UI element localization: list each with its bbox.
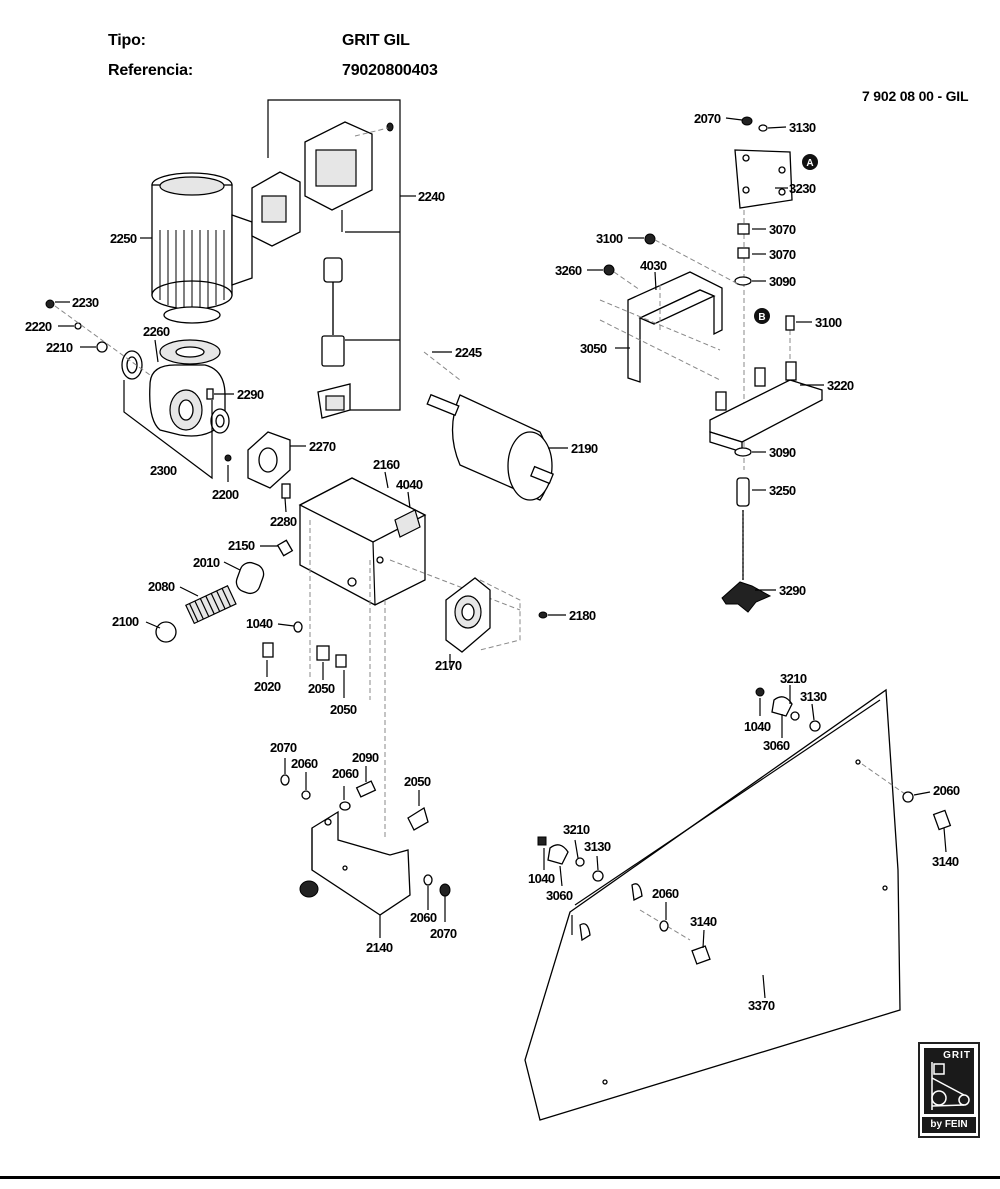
callout-3290: 3290 (779, 583, 806, 598)
callout-2240: 2240 (418, 189, 445, 204)
callout-3370: 3370 (748, 998, 775, 1013)
callout-2210: 2210 (46, 340, 73, 355)
callout-3130: 3130 (584, 839, 611, 854)
callout-3070: 3070 (769, 247, 796, 262)
callout-2170: 2170 (435, 658, 462, 673)
callout-3210: 3210 (563, 822, 590, 837)
electrical-box (251, 99, 410, 419)
callout-2090: 2090 (352, 750, 379, 765)
callout-4030: 4030 (640, 258, 667, 273)
callout-2070: 2070 (694, 111, 721, 126)
callout-3140: 3140 (932, 854, 959, 869)
callout-2060: 2060 (652, 886, 679, 901)
callout-1040: 1040 (744, 719, 771, 734)
callout-2050: 2050 (404, 774, 431, 789)
callout-3130: 3130 (789, 120, 816, 135)
referencia-value: 79020800403 (342, 62, 438, 79)
logo-byline: by FEIN (922, 1117, 976, 1133)
callout-2220: 2220 (25, 319, 52, 334)
spring-assembly (155, 539, 347, 668)
plate-3230 (734, 149, 793, 209)
drum-2190 (423, 351, 554, 501)
marker-b: B (758, 312, 765, 323)
callout-3220: 3220 (827, 378, 854, 393)
referencia-label: Referencia: (108, 62, 193, 79)
callout-3100: 3100 (596, 231, 623, 246)
callout-2245: 2245 (455, 345, 482, 360)
tipo-label: Tipo: (108, 32, 146, 49)
callout-3060: 3060 (546, 888, 573, 903)
callout-2010: 2010 (193, 555, 220, 570)
callout-3130: 3130 (800, 689, 827, 704)
logo-brand: GRIT (943, 1050, 971, 1061)
callout-1040: 1040 (246, 616, 273, 631)
callout-4040: 4040 (396, 477, 423, 492)
callout-2060: 2060 (291, 756, 318, 771)
clamp-assembly: A B (599, 116, 823, 613)
callout-2070: 2070 (270, 740, 297, 755)
callout-2100: 2100 (112, 614, 139, 629)
callout-1040: 1040 (528, 871, 555, 886)
logo-machine-icon (931, 1062, 970, 1110)
callout-2160: 2160 (373, 457, 400, 472)
grit-fein-logo: GRIT by FEIN (918, 1042, 980, 1138)
callout-3230: 3230 (789, 181, 816, 196)
callout-2300: 2300 (150, 463, 177, 478)
callout-2080: 2080 (148, 579, 175, 594)
leader-lines (55, 117, 947, 999)
bracket-4030 (627, 271, 723, 383)
bottom-rule (0, 1176, 1000, 1179)
callout-3050: 3050 (580, 341, 607, 356)
callout-2190: 2190 (571, 441, 598, 456)
callout-2230: 2230 (72, 295, 99, 310)
callout-2060: 2060 (332, 766, 359, 781)
callout-2250: 2250 (110, 231, 137, 246)
callout-2280: 2280 (270, 514, 297, 529)
callout-2180: 2180 (569, 608, 596, 623)
callout-2200: 2200 (212, 487, 239, 502)
callout-2060: 2060 (410, 910, 437, 925)
guard-3370 (524, 687, 952, 1121)
callout-3090: 3090 (769, 445, 796, 460)
marker-a: A (806, 158, 813, 169)
callout-3070: 3070 (769, 222, 796, 237)
bracket-2140 (280, 774, 451, 916)
callout-2060: 2060 (933, 783, 960, 798)
callout-3250: 3250 (769, 483, 796, 498)
drawing-number: 7 902 08 00 - GIL (862, 88, 969, 104)
callout-2270: 2270 (309, 439, 336, 454)
callout-3140: 3140 (690, 914, 717, 929)
callout-3090: 3090 (769, 274, 796, 289)
callout-2150: 2150 (228, 538, 255, 553)
motor-assembly (45, 172, 291, 499)
callout-2070: 2070 (430, 926, 457, 941)
housing-2160 (298, 477, 521, 840)
callout-2140: 2140 (366, 940, 393, 955)
callout-3060: 3060 (763, 738, 790, 753)
callout-2290: 2290 (237, 387, 264, 402)
callout-2050: 2050 (308, 681, 335, 696)
callout-3260: 3260 (555, 263, 582, 278)
base-3220 (709, 379, 823, 443)
flange-2170 (445, 577, 548, 653)
callout-3210: 3210 (780, 671, 807, 686)
callout-2260: 2260 (143, 324, 170, 339)
callout-2020: 2020 (254, 679, 281, 694)
tipo-value: GRIT GIL (342, 32, 410, 49)
callout-2050: 2050 (330, 702, 357, 717)
callout-labels: 2070 3130 3230 3100 3070 3070 3260 4030 … (25, 111, 960, 1013)
callout-3100: 3100 (815, 315, 842, 330)
